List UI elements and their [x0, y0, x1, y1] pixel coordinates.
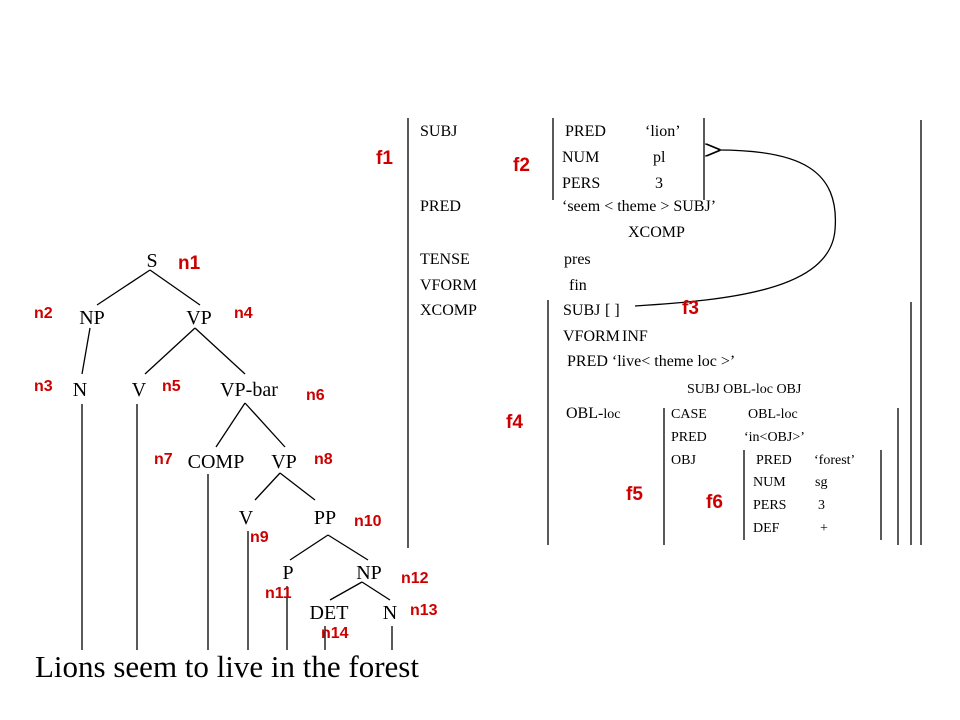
- node-s: S: [146, 250, 157, 272]
- node-np: NP: [79, 307, 105, 329]
- f-structure: f1 f2 f3 f4 f5 f6 SUBJ PRED ‘seem < them…: [376, 118, 922, 548]
- f3-attr-vform: VFORM: [563, 328, 620, 345]
- f-label-f3: f3: [682, 298, 699, 319]
- node-v: V: [132, 379, 147, 401]
- node-id-n11: n11: [265, 585, 292, 602]
- f-label-f1: f1: [376, 148, 393, 169]
- f6-value-def: +: [820, 521, 828, 536]
- f2-attr-pers: PERS: [562, 175, 600, 192]
- f6-value-num: sg: [815, 475, 827, 490]
- node-id-n2: n2: [34, 305, 53, 322]
- f2-value-pred: ‘lion’: [645, 123, 681, 140]
- node-id-n12: n12: [401, 570, 429, 587]
- node-n2: N: [383, 602, 397, 624]
- node-pp: PP: [314, 507, 336, 529]
- node-det: DET: [310, 602, 349, 624]
- edge-np2-n2: [361, 581, 391, 601]
- node-id-n14: n14: [321, 625, 349, 642]
- node-vp: VP: [186, 307, 212, 329]
- f5-value-pred: ‘in<OBJ>’: [744, 430, 805, 445]
- f6-attr-pred: PRED: [756, 453, 792, 468]
- attr-xcomp: XCOMP: [420, 302, 477, 319]
- value-vform: fin: [569, 277, 587, 294]
- c-structure-tree: S NP VP N V VP-bar COMP VP V PP P NP DET…: [34, 250, 438, 684]
- f6-attr-num: NUM: [753, 475, 786, 490]
- f2-value-num: pl: [653, 149, 666, 166]
- f6-value-pers: 3: [818, 498, 825, 513]
- node-np2: NP: [356, 562, 382, 584]
- f3-attr-subj: SUBJ: [563, 302, 600, 319]
- edge-pp-p: [289, 534, 329, 561]
- edge-vp-vpbar: [194, 327, 246, 375]
- node-vp2: VP: [271, 451, 297, 473]
- node-id-n13: n13: [410, 602, 438, 619]
- f-label-f5: f5: [626, 484, 643, 505]
- f2-attr-pred: PRED: [565, 123, 606, 140]
- f5-attr-obj: OBJ: [671, 453, 696, 468]
- edge-vp-pp: [279, 472, 316, 501]
- attr-subj: SUBJ: [420, 123, 457, 140]
- edge-np-n: [81, 327, 91, 375]
- node-vp-bar: VP-bar: [220, 379, 278, 401]
- f2-attr-num: NUM: [562, 149, 599, 166]
- edge-pp-np2: [327, 534, 369, 561]
- edge-vp-v2: [254, 472, 281, 501]
- node-id-n9: n9: [250, 529, 269, 546]
- edge-vpbar-vp: [244, 402, 286, 448]
- edge-np2-det: [329, 581, 363, 601]
- value-pred-xcomp: XCOMP: [628, 224, 685, 241]
- f-label-f6: f6: [706, 492, 723, 513]
- f3-pred-line: PRED ‘live< theme loc >’: [567, 353, 735, 370]
- edge-vpbar-comp: [215, 402, 246, 448]
- f6-attr-def: DEF: [753, 521, 780, 536]
- node-n: N: [73, 379, 87, 401]
- f3-value-subj: [ ]: [605, 302, 620, 319]
- f5-attr-pred: PRED: [671, 430, 707, 445]
- node-v2: V: [239, 507, 254, 529]
- f5-attr-case: CASE: [671, 407, 707, 422]
- f3-attr-obl: OBL-loc: [566, 405, 620, 422]
- node-p: P: [282, 562, 293, 584]
- value-tense: pres: [564, 251, 591, 268]
- node-id-n10: n10: [354, 513, 382, 530]
- node-id-n1: n1: [178, 253, 201, 274]
- f6-value-pred: ‘forest’: [814, 453, 855, 468]
- f3-value-vform: INF: [622, 328, 648, 345]
- node-id-n6: n6: [306, 387, 325, 404]
- edge-s-vp: [149, 269, 201, 306]
- edge-s-np: [96, 269, 151, 306]
- f-label-f4: f4: [506, 412, 523, 433]
- node-comp: COMP: [188, 451, 245, 473]
- f2-value-pers: 3: [655, 175, 663, 192]
- attr-tense: TENSE: [420, 251, 470, 268]
- attr-vform: VFORM: [420, 277, 477, 294]
- f6-attr-pers: PERS: [753, 498, 786, 513]
- f5-value-case: OBL-loc: [748, 407, 798, 422]
- f3-args-line: SUBJ OBL-loc OBJ: [687, 382, 802, 397]
- sentence: Lions seem to live in the forest: [35, 649, 419, 684]
- node-id-n7: n7: [154, 451, 173, 468]
- value-pred: ‘seem < theme > SUBJ’: [562, 198, 716, 215]
- attr-pred: PRED: [420, 198, 461, 215]
- edge-vp-v: [144, 327, 196, 375]
- node-id-n8: n8: [314, 451, 333, 468]
- node-id-n4: n4: [234, 305, 253, 322]
- node-id-n3: n3: [34, 378, 53, 395]
- node-id-n5: n5: [162, 378, 181, 395]
- structure-sharing-arrow: [634, 150, 837, 307]
- f-label-f2: f2: [513, 155, 530, 176]
